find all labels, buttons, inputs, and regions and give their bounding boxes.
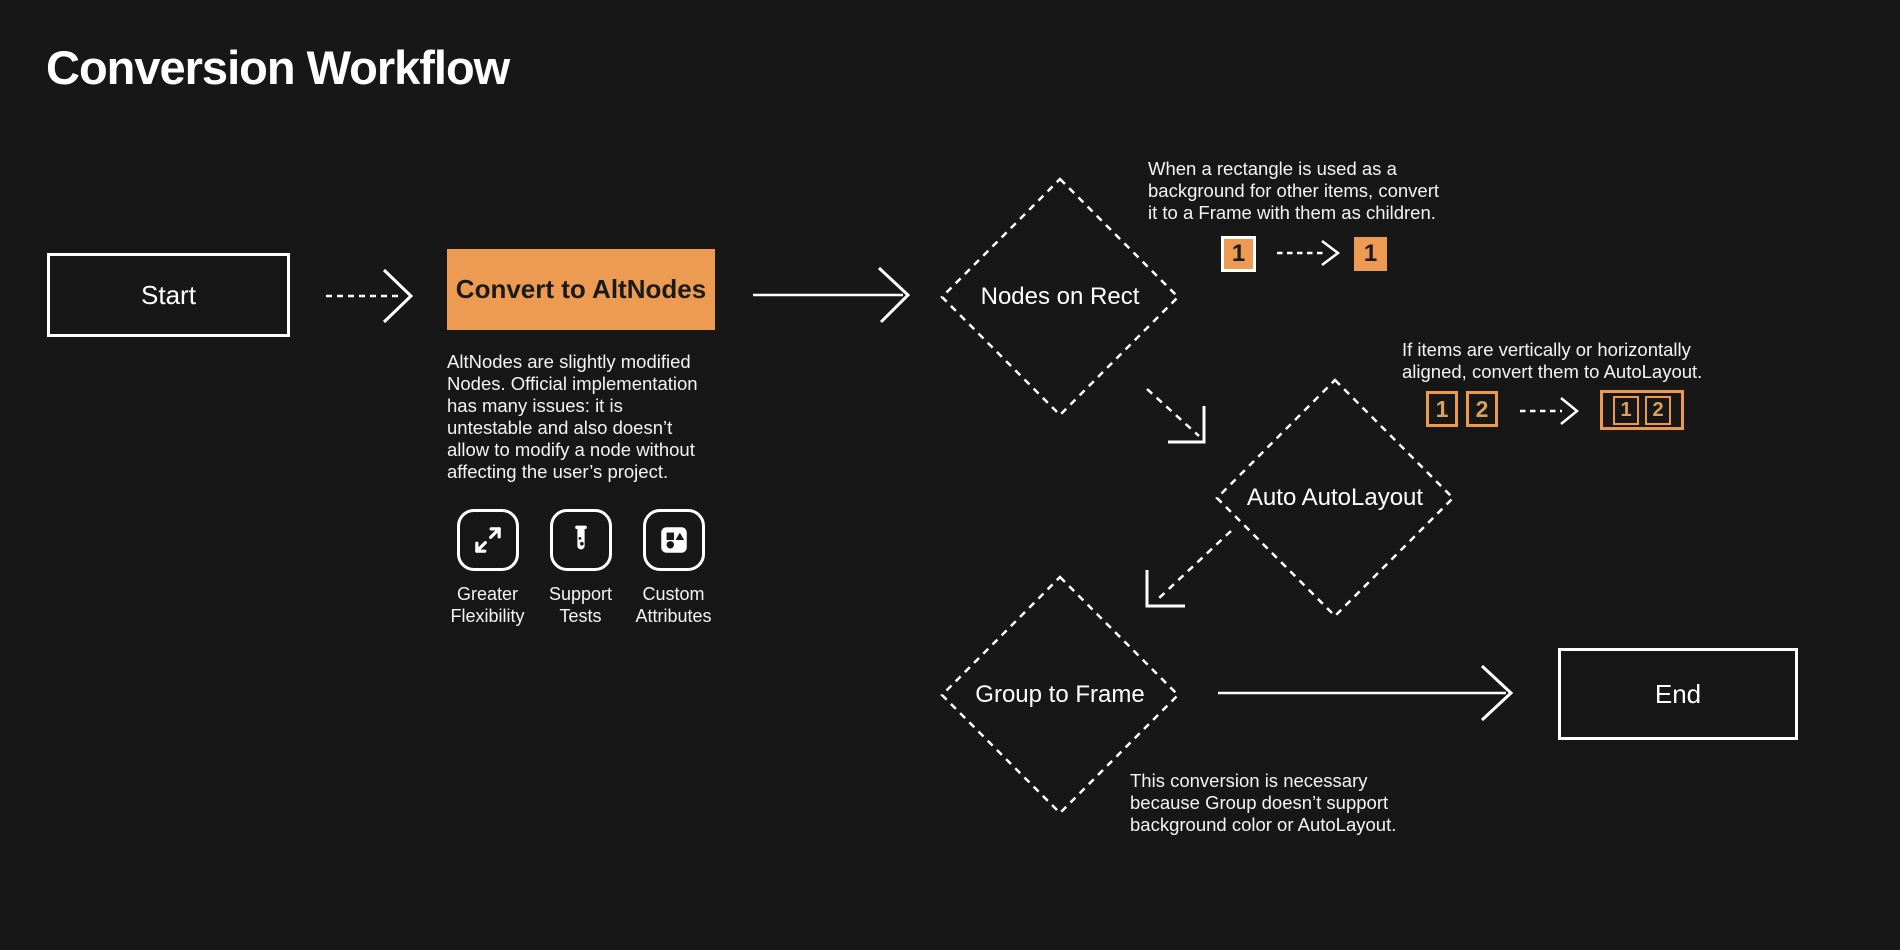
arrow-autolayout-to-group xyxy=(1145,530,1232,608)
auto-autolayout-label: Auto AutoLayout xyxy=(1246,484,1424,511)
altnodes-description: AltNodes are slightly modified Nodes. Of… xyxy=(447,351,698,483)
note-line: If items are vertically or horizontally xyxy=(1402,339,1691,360)
note-line: background color or AutoLayout. xyxy=(1130,814,1397,835)
description-line: untestable and also doesn’t xyxy=(447,417,673,438)
feature-label-line: Tests xyxy=(559,605,602,626)
note-line: background for other items, convert xyxy=(1148,180,1440,201)
arrow-group-to-end xyxy=(1218,664,1514,722)
description-line: affecting the user’s project. xyxy=(447,461,669,482)
feature-label: Greater Flexibility xyxy=(450,584,524,627)
autolayout-badge-1: 1 xyxy=(1426,391,1458,427)
rect-to-frame-note: When a rectangle is used as a background… xyxy=(1148,158,1439,224)
rect-badge-before: 1 xyxy=(1221,236,1256,272)
altnodes-features: Greater Flexibility Support Tests xyxy=(441,509,720,627)
arrow-start-to-convert xyxy=(326,268,414,324)
feature-custom-attributes: Custom Attributes xyxy=(627,509,720,627)
note-line: because Group doesn’t support xyxy=(1130,792,1389,813)
rect-note-arrow xyxy=(1277,240,1341,266)
arrow-convert-to-nodes-on-rect xyxy=(753,266,911,324)
feature-label-line: Support xyxy=(548,584,613,604)
feature-label: Custom Attributes xyxy=(635,584,711,627)
note-line: When a rectangle is used as a xyxy=(1148,158,1397,179)
group-to-frame-note: This conversion is necessary because Gro… xyxy=(1130,770,1396,836)
end-node: End xyxy=(1558,648,1798,740)
test-tube-icon xyxy=(549,509,612,571)
autolayout-result-group: 1 2 xyxy=(1600,390,1684,430)
description-line: Nodes. Official implementation xyxy=(447,373,698,394)
autolayout-badge-2: 2 xyxy=(1466,391,1498,427)
note-line: it to a Frame with them as children. xyxy=(1148,202,1436,223)
description-line: has many issues: it is xyxy=(447,395,623,416)
description-line: AltNodes are slightly modified xyxy=(447,351,691,372)
feature-greater-flexibility: Greater Flexibility xyxy=(441,509,534,627)
feature-support-tests: Support Tests xyxy=(534,509,627,627)
nodes-on-rect-label: Nodes on Rect xyxy=(980,283,1140,310)
start-node: Start xyxy=(47,253,290,337)
feature-label-line: Greater xyxy=(456,584,518,604)
autolayout-note: If items are vertically or horizontally … xyxy=(1402,339,1702,383)
convert-to-altnodes-node: Convert to AltNodes xyxy=(447,249,715,330)
page-title: Conversion Workflow xyxy=(46,41,510,94)
feature-label: Support Tests xyxy=(549,584,612,627)
expand-arrows-icon xyxy=(456,509,519,571)
shapes-icon xyxy=(642,509,705,571)
autolayout-result-badge-1: 1 xyxy=(1613,395,1639,425)
feature-label-line: Custom xyxy=(642,584,705,604)
rect-badge-after: 1 xyxy=(1354,237,1387,271)
note-line: This conversion is necessary xyxy=(1130,770,1368,791)
feature-label-line: Attributes xyxy=(635,605,712,626)
group-to-frame-label: Group to Frame xyxy=(975,681,1145,708)
arrow-nodes-to-autolayout xyxy=(1146,388,1206,444)
description-line: allow to modify a node without xyxy=(447,439,695,460)
autolayout-note-arrow xyxy=(1520,397,1579,425)
feature-label-line: Flexibility xyxy=(450,605,525,626)
autolayout-result-badge-2: 2 xyxy=(1645,395,1671,425)
note-line: aligned, convert them to AutoLayout. xyxy=(1402,361,1703,382)
